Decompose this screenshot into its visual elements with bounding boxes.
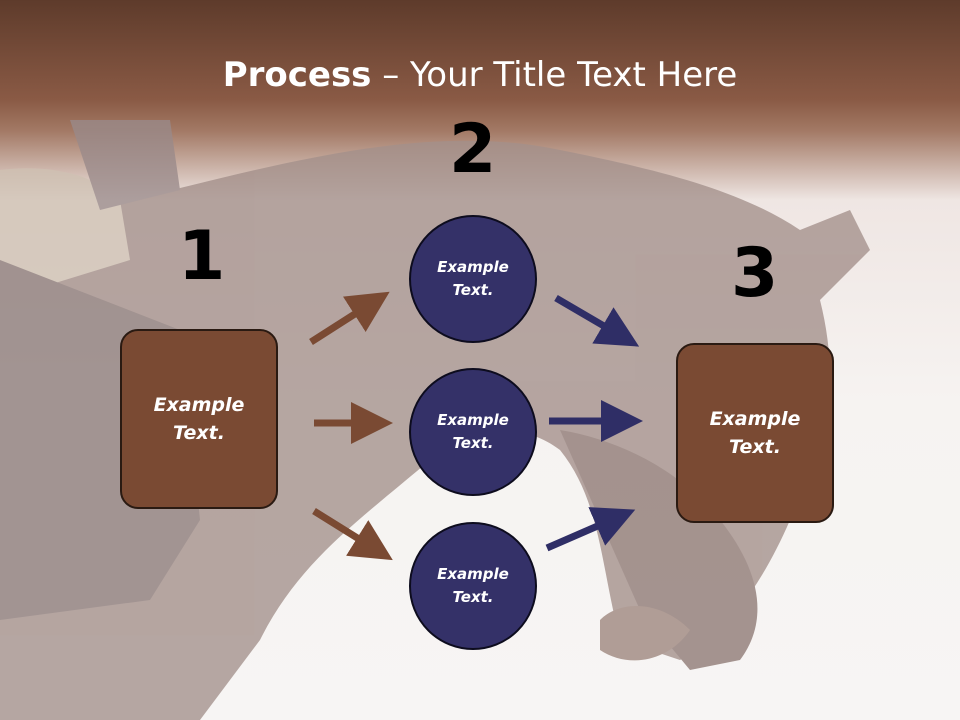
slide-title: Process – Your Title Text Here xyxy=(0,55,960,95)
left-box-line1: Example xyxy=(153,393,245,416)
right-box-line2: Text. xyxy=(729,436,781,458)
arrow-1-to-top xyxy=(309,291,390,345)
circle-bottom-line1: Example xyxy=(437,564,509,583)
title-bold: Process xyxy=(222,55,372,95)
right-box-line1: Example xyxy=(709,407,801,430)
circle-middle-line2: Text. xyxy=(452,434,494,452)
circle-middle-line1: Example xyxy=(437,410,509,429)
circle-top-line2: Text. xyxy=(452,281,494,299)
circle-bottom-line2: Text. xyxy=(452,588,494,606)
arrow-top-to-3 xyxy=(554,294,640,347)
arrow-bottom-to-3 xyxy=(545,507,636,552)
left-box-line2: Text. xyxy=(173,422,225,444)
circle-top-line1: Example xyxy=(437,257,509,276)
step-number-2: 2 xyxy=(449,110,497,189)
title-rest: – Your Title Text Here xyxy=(371,55,738,95)
step-number-3: 3 xyxy=(731,234,779,313)
arrow-1-to-bottom xyxy=(312,508,393,561)
step-number-1: 1 xyxy=(178,217,226,296)
